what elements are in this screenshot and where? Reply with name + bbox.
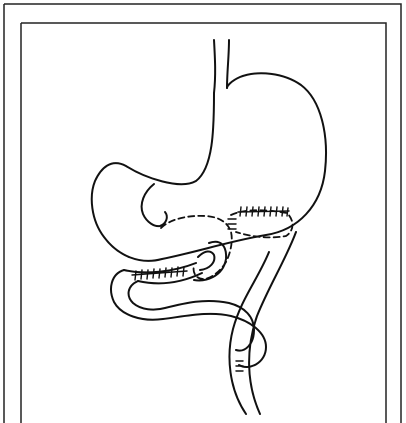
esophagus-right-wall bbox=[227, 40, 229, 88]
jejunum-loop-outer bbox=[111, 270, 266, 367]
stomach-inner-fold bbox=[142, 184, 167, 226]
suture-line-upper bbox=[238, 211, 289, 212]
descending-limb-right bbox=[198, 251, 214, 270]
frame-border bbox=[4, 4, 401, 423]
inner-frame-border bbox=[21, 23, 386, 423]
stomach-outer-wall bbox=[92, 73, 326, 261]
esophagus-left-wall bbox=[214, 40, 215, 93]
efferent-limb-left bbox=[229, 252, 269, 414]
efferent-limb-right bbox=[249, 232, 296, 414]
suture-ticks-bottom bbox=[236, 361, 243, 371]
